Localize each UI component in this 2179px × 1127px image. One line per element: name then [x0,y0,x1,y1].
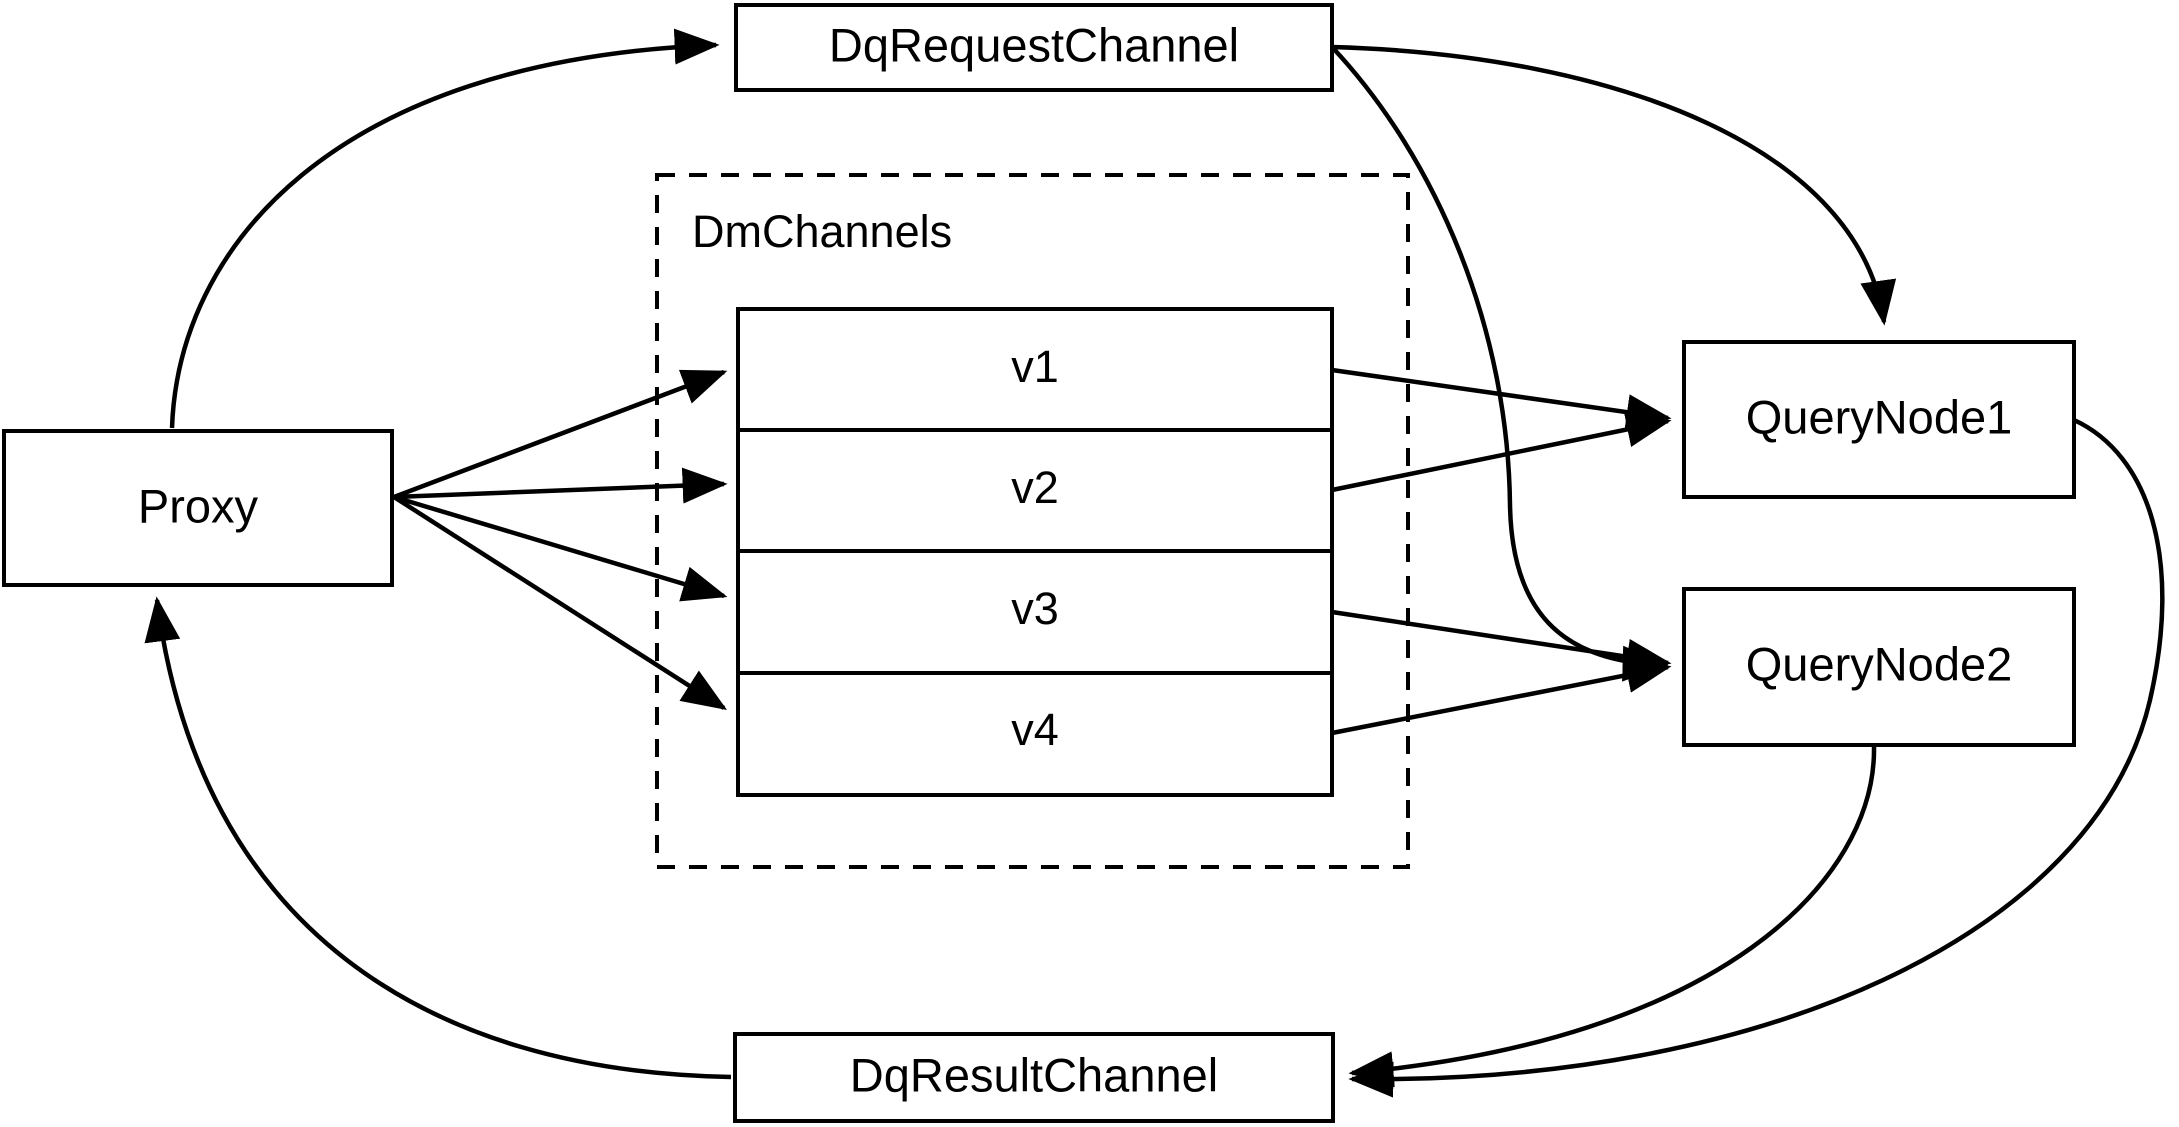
label-query-node-2: QueryNode2 [1746,637,2013,690]
edge-v3-to-querynode2 [1331,609,1672,675]
label-dm-channels-group: DmChannels [692,206,952,257]
edge-querynode2-to-dqresultchannel [1348,746,1877,1088]
edge-dqrequestchannel-to-querynode1 [1331,44,1897,326]
edge-proxy-to-dqrequestchannel [169,28,720,429]
node-dq-request-channel[interactable] [734,3,1334,92]
node-query-node-2[interactable] [1682,587,2076,747]
edge-dqresultchannel-to-proxy [144,596,732,1080]
node-dq-result-channel[interactable] [733,1032,1335,1123]
edge-v2-to-querynode1 [1331,411,1672,493]
edge-proxy-to-v3 [393,494,728,602]
edge-querynode1-to-dqresultchannel [1348,417,2165,1098]
dm-channels-group-box [655,173,1410,869]
edge-dqrequestchannel-to-querynode2 [1330,45,1668,682]
node-proxy[interactable] [2,429,394,587]
label-channel-v4: v4 [1011,704,1059,755]
label-dq-request-channel: DqRequestChannel [829,18,1239,71]
edge-proxy-to-v1 [393,369,728,500]
label-channel-v3: v3 [1011,583,1059,634]
label-dq-result-channel: DqResultChannel [850,1048,1218,1101]
edge-proxy-to-v4 [392,495,728,710]
label-channel-v1: v1 [1011,341,1059,392]
label-proxy: Proxy [138,479,259,532]
label-query-node-1: QueryNode1 [1746,390,2013,443]
edge-v1-to-querynode1 [1331,367,1672,430]
edge-v4-to-querynode2 [1331,657,1672,736]
node-query-node-1[interactable] [1682,340,2076,499]
edge-proxy-to-v2 [393,467,728,504]
label-channel-v2: v2 [1011,462,1059,513]
